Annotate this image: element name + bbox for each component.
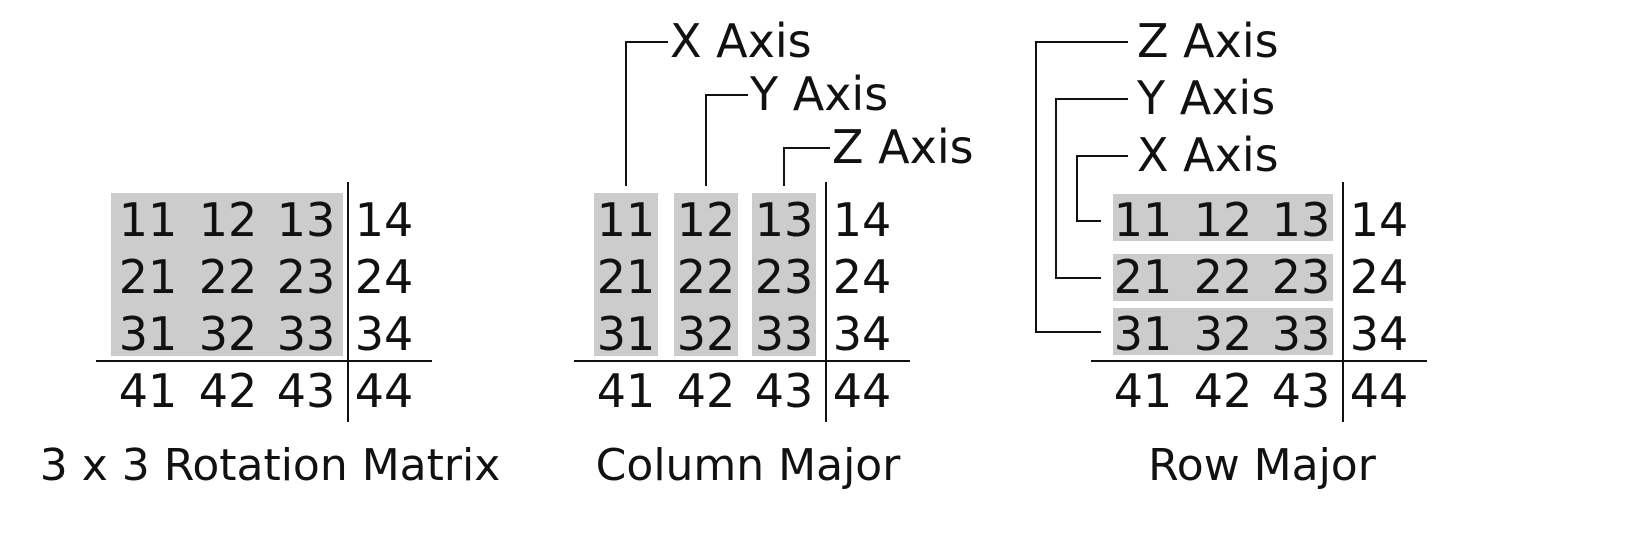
column-x-axis-label: X Axis <box>670 14 812 68</box>
matrix-cell-14: 14 <box>355 193 414 247</box>
matrix-cell-12: 12 <box>677 193 736 247</box>
matrix-cell-32: 32 <box>199 307 258 361</box>
column-z-axis-leader <box>783 147 830 186</box>
row-major-panel: 11 12 13 14 21 22 23 24 31 32 33 34 41 42 43 44 Z AxisY … <box>1035 14 1427 422</box>
matrix-cell-34: 34 <box>833 307 892 361</box>
row-y-axis-label: Y Axis <box>1136 71 1275 125</box>
matrix-cell-32: 32 <box>677 307 736 361</box>
column-major-panel: 11 12 13 14 21 22 23 24 31 32 33 34 41 42 43 44 X AxisY … <box>574 14 974 422</box>
row-z-highlight <box>1113 308 1333 355</box>
row-major-caption: Row Major <box>1148 440 1377 491</box>
matrix-cell-31: 31 <box>119 307 178 361</box>
matrix-cell-31: 31 <box>597 307 656 361</box>
matrix-cell-23: 23 <box>755 250 814 304</box>
column-z-axis-label: Z Axis <box>832 120 974 174</box>
column-y-axis-label: Y Axis <box>749 67 888 121</box>
matrix-cell-41: 41 <box>597 364 656 418</box>
matrix-cell-43: 43 <box>755 364 814 418</box>
matrix-cell-24: 24 <box>833 250 892 304</box>
matrix-cell-42: 42 <box>199 364 258 418</box>
matrix-cell-31: 31 <box>1114 307 1173 361</box>
matrix-cell-22: 22 <box>199 250 258 304</box>
column-y-highlight <box>674 193 738 356</box>
rotation-matrix-panel: 11 12 13 14 21 22 23 24 31 32 33 34 41 42 43 44 <box>96 182 432 422</box>
row-y-highlight <box>1113 254 1333 301</box>
row-x-axis-leader <box>1076 155 1128 222</box>
matrix-cell-22: 22 <box>677 250 736 304</box>
matrix-cell-33: 33 <box>277 307 336 361</box>
matrix-cell-21: 21 <box>119 250 178 304</box>
matrix-cell-22: 22 <box>1194 250 1253 304</box>
matrix-cell-41: 41 <box>1114 364 1173 418</box>
matrix-cell-12: 12 <box>1194 193 1253 247</box>
matrix-cell-21: 21 <box>597 250 656 304</box>
row-z-axis-leader <box>1035 41 1128 333</box>
rotation-matrix-caption: 3 x 3 Rotation Matrix <box>40 440 501 491</box>
matrix-cell-33: 33 <box>755 307 814 361</box>
column-y-axis-leader <box>705 94 748 186</box>
matrix-cell-43: 43 <box>277 364 336 418</box>
matrix-cell-21: 21 <box>1114 250 1173 304</box>
matrix-cell-34: 34 <box>355 307 414 361</box>
row-z-axis-label: Z Axis <box>1137 14 1279 68</box>
matrix-cell-44: 44 <box>1350 364 1409 418</box>
matrix-cell-33: 33 <box>1272 307 1331 361</box>
matrix-cell-23: 23 <box>1272 250 1331 304</box>
row-x-highlight <box>1113 194 1333 241</box>
matrix-cell-42: 42 <box>677 364 736 418</box>
matrix-cell-32: 32 <box>1194 307 1253 361</box>
matrix-cell-14: 14 <box>833 193 892 247</box>
matrix-cell-34: 34 <box>1350 307 1409 361</box>
matrix-cell-43: 43 <box>1272 364 1331 418</box>
matrix-cell-14: 14 <box>1350 193 1409 247</box>
column-x-axis-leader <box>625 41 668 186</box>
matrix-cell-11: 11 <box>119 193 178 247</box>
matrix-cell-24: 24 <box>1350 250 1409 304</box>
column-major-caption: Column Major <box>596 440 902 491</box>
matrix-cell-13: 13 <box>1272 193 1331 247</box>
matrix-cell-42: 42 <box>1194 364 1253 418</box>
matrix-cell-13: 13 <box>755 193 814 247</box>
matrix-cell-23: 23 <box>277 250 336 304</box>
matrix-cell-12: 12 <box>199 193 258 247</box>
matrix-cell-24: 24 <box>355 250 414 304</box>
matrix-cell-41: 41 <box>119 364 178 418</box>
row-x-axis-label: X Axis <box>1137 128 1279 182</box>
rotation-block-highlight <box>111 193 343 356</box>
matrix-cell-44: 44 <box>355 364 414 418</box>
matrix-cell-11: 11 <box>597 193 656 247</box>
row-y-axis-leader <box>1055 98 1128 279</box>
column-z-highlight <box>752 193 816 356</box>
matrix-cell-44: 44 <box>833 364 892 418</box>
column-x-highlight <box>594 193 658 356</box>
matrix-cell-13: 13 <box>277 193 336 247</box>
matrix-cell-11: 11 <box>1114 193 1173 247</box>
